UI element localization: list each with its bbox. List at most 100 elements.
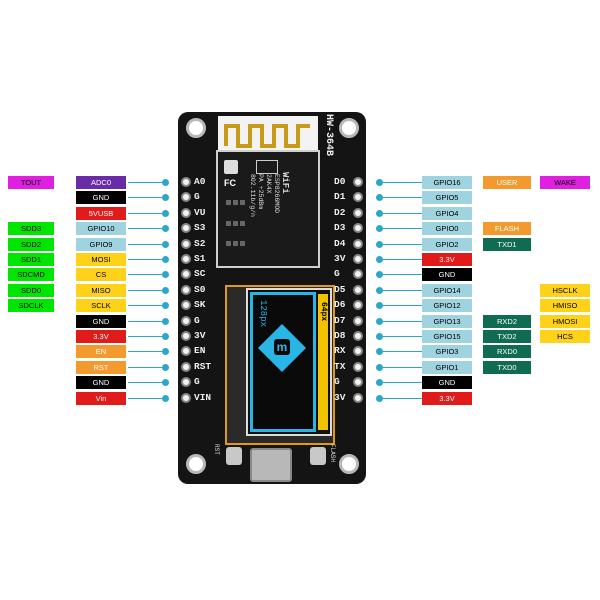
header-pin-left xyxy=(181,192,191,203)
header-pin-right xyxy=(353,392,363,403)
pin-function-label: GPIO13 xyxy=(422,314,472,328)
header-pin-left xyxy=(181,377,191,388)
header-pin-left xyxy=(181,207,191,218)
pin-function-label: GPIO5 xyxy=(422,191,472,205)
pin-line xyxy=(382,366,422,368)
micro-usb-port[interactable] xyxy=(250,448,292,482)
flash-button[interactable] xyxy=(310,447,326,465)
pin-function-label: HSCLK xyxy=(540,283,590,297)
pin-function-label: GPIO12 xyxy=(422,299,472,313)
wifi-logo: WiFi xyxy=(280,172,290,194)
pin-function-label: RST xyxy=(76,360,126,374)
pin-line xyxy=(128,182,166,183)
pin-dot xyxy=(162,348,169,356)
mount-hole-top-right xyxy=(339,118,359,138)
pin-name-right: D3 xyxy=(334,222,346,234)
pin-name-right: D2 xyxy=(334,206,346,218)
pin-function-label: 5VUSB xyxy=(76,206,126,220)
header-pin-right xyxy=(353,223,363,234)
pin-function-label: FLASH xyxy=(483,222,531,236)
oled-width-label: 128px xyxy=(258,300,268,328)
pin-function-label: GPIO16 xyxy=(422,176,472,189)
header-pin-left xyxy=(181,284,191,295)
pin-function-label: GPIO1 xyxy=(422,360,472,374)
pin-function-label: SDCMD xyxy=(8,268,54,282)
reset-button[interactable] xyxy=(226,447,242,465)
pin-function-label: GND xyxy=(76,191,126,205)
pin-function-label: CS xyxy=(76,268,126,282)
pin-function-label: SDD1 xyxy=(8,253,54,266)
pin-line xyxy=(128,274,166,276)
pin-function-label: SDD3 xyxy=(8,222,54,236)
pin-name-right: TX xyxy=(334,360,346,372)
pin-name-left: S1 xyxy=(194,253,206,264)
pin-function-label: GPIO0 xyxy=(422,222,472,236)
antenna-trace-icon xyxy=(224,124,310,148)
pin-name-left: G xyxy=(194,376,200,388)
pin-line xyxy=(128,197,166,199)
header-pin-left xyxy=(181,238,191,249)
module-text-3: PA +25dBm xyxy=(257,174,264,210)
pin-name-right: D8 xyxy=(334,330,346,341)
pin-function-label: HMISO xyxy=(540,299,590,313)
pin-line xyxy=(382,182,422,183)
pin-dot xyxy=(162,286,169,294)
pin-function-label: RXD2 xyxy=(483,314,531,328)
pin-dot xyxy=(376,363,383,371)
header-pin-left xyxy=(181,254,191,264)
header-pin-left xyxy=(181,331,191,341)
oled-height-label: 64px xyxy=(319,302,328,322)
pin-line xyxy=(128,228,166,230)
pin-dot xyxy=(162,271,169,279)
header-pin-right xyxy=(353,377,363,388)
pin-name-left: A0 xyxy=(194,176,206,187)
pin-dot xyxy=(162,363,169,371)
flash-button-label: FLASH xyxy=(329,444,336,463)
pin-name-right: D1 xyxy=(334,191,346,203)
pin-name-left: S0 xyxy=(194,283,206,295)
pin-line xyxy=(382,382,422,384)
fcc-logo-text: FC xyxy=(224,178,236,188)
pin-dot xyxy=(376,348,383,356)
module-text-2: 2AK4X xyxy=(265,174,272,194)
header-pin-left xyxy=(181,223,191,234)
mount-hole-top-left xyxy=(186,118,206,138)
header-pin-right xyxy=(353,284,363,295)
pin-line xyxy=(128,366,166,368)
pin-function-label: Vin xyxy=(76,391,126,405)
pin-function-label: HMOSI xyxy=(540,314,590,328)
header-pin-right xyxy=(353,254,363,264)
pin-function-label: GPIO3 xyxy=(422,345,472,359)
pin-line xyxy=(382,197,422,199)
pin-dot xyxy=(376,240,383,248)
mount-hole-bottom-left xyxy=(186,454,206,474)
pin-line xyxy=(128,351,166,353)
pin-function-label: SDD2 xyxy=(8,237,54,251)
pin-function-label: RXD0 xyxy=(483,345,531,359)
pin-line xyxy=(128,259,166,260)
pin-dot xyxy=(376,271,383,279)
pin-dot xyxy=(162,179,169,186)
shield-pads xyxy=(226,200,246,260)
pin-dot xyxy=(162,256,169,263)
pin-function-label: GPIO4 xyxy=(422,206,472,220)
pin-function-label: 3.3V xyxy=(422,391,472,405)
pin-dot xyxy=(162,302,169,310)
pin-function-label: TXD0 xyxy=(483,360,531,374)
pin-line xyxy=(382,320,422,322)
pin-line xyxy=(382,336,422,337)
pin-name-right: RX xyxy=(334,345,346,357)
pin-function-label: GPIO9 xyxy=(76,237,126,251)
pin-dot xyxy=(162,225,169,233)
pin-dot xyxy=(162,379,169,387)
header-pin-left xyxy=(181,392,191,403)
pin-name-right: D6 xyxy=(334,299,346,311)
pin-line xyxy=(382,228,422,230)
header-pin-left xyxy=(181,177,191,187)
pin-name-right: G xyxy=(334,376,340,388)
pin-line xyxy=(382,259,422,260)
pin-dot xyxy=(376,379,383,387)
pin-name-left: SC xyxy=(194,268,206,280)
pin-line xyxy=(128,289,166,291)
vendor-logo-icon xyxy=(256,160,278,174)
